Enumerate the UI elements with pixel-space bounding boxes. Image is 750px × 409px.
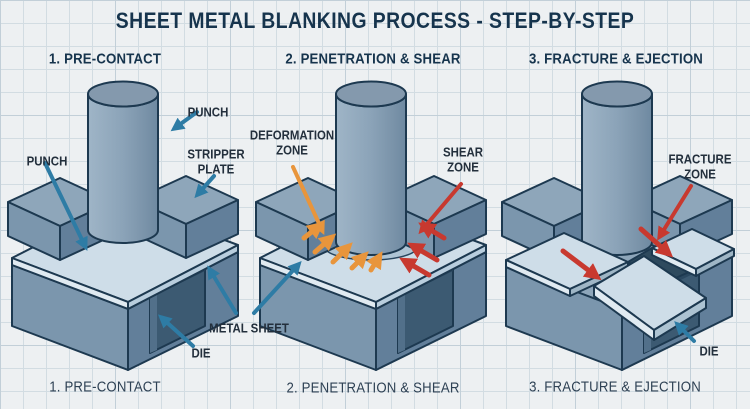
metal-sheet-label: METAL SHEET [209, 320, 289, 336]
fracture-zone-label: FRACTURE ZONE [669, 152, 732, 183]
fracture-zone-label-line2: ZONE [684, 167, 716, 182]
stripper-plate-label-line2: PLATE [197, 162, 235, 177]
punch-left-arrow [43, 161, 88, 251]
panel3-heading: 3. FRACTURE & EJECTION [528, 50, 704, 68]
annotation-arrows [43, 110, 696, 348]
deformation-zone-label-line1: DEFORMATION [249, 127, 335, 143]
panel3-caption: 3. FRACTURE & EJECTION [529, 378, 701, 396]
panel1-assembly [7, 80, 239, 371]
punch-right-arrow [170, 110, 199, 132]
panel1-heading: 1. PRE-CONTACT [48, 50, 162, 68]
shear-force-arrow [407, 242, 440, 263]
die1-arrow [157, 314, 195, 348]
punch-cylinder [87, 80, 159, 244]
stripper-plate-arrow [194, 174, 216, 199]
deformation-force-arrow [366, 251, 383, 273]
panel3-assembly [501, 80, 735, 371]
punch-cylinder [335, 80, 407, 256]
shear-zone-arrow [418, 182, 463, 235]
deformation-force-arrow [301, 221, 325, 241]
die3-arrow [674, 321, 696, 343]
deformation-force-arrow [312, 233, 337, 255]
deformation-zone-label-line2: ZONE [276, 143, 308, 158]
deformation-force-arrow [349, 251, 369, 271]
metal-sheet-arrow-left [207, 265, 238, 315]
ejected-blank-slug [593, 255, 707, 341]
punch-right-label: PUNCH [187, 104, 229, 120]
deformation-force-arrow [330, 242, 353, 265]
fracture-force-arrow-right [638, 226, 674, 258]
panel2-heading: 2. PENETRATION & SHEAR [285, 50, 461, 68]
punch-left-label: PUNCH [26, 153, 68, 169]
stripper-plate-label: STRIPPER PLATE [187, 147, 244, 178]
shear-force-arrow [399, 257, 432, 278]
panel2-caption: 2. PENETRATION & SHEAR [286, 379, 460, 397]
fracture-force-arrow-left [560, 248, 602, 281]
shear-force-arrow [418, 222, 447, 241]
deformation-zone-arrow [291, 165, 325, 235]
die-label-3: DIE [699, 343, 719, 359]
shear-zone-label: SHEAR ZONE [443, 145, 483, 176]
fracture-zone-arrow [657, 184, 693, 241]
panel1-caption: 1. PRE-CONTACT [49, 378, 161, 396]
stripper-plate-label-line1: STRIPPER [187, 146, 245, 162]
fracture-zone-label-line1: FRACTURE [668, 151, 732, 167]
shear-zone-label-line1: SHEAR [442, 144, 484, 160]
die-label-1: DIE [191, 345, 211, 361]
deformation-zone-label: DEFORMATION ZONE [250, 128, 334, 159]
panel2-assembly [255, 80, 487, 371]
shear-zone-label-line2: ZONE [447, 160, 479, 175]
page-title: SHEET METAL BLANKING PROCESS - STEP-BY-S… [115, 8, 635, 33]
metal-sheet-arrow-right [252, 260, 302, 315]
